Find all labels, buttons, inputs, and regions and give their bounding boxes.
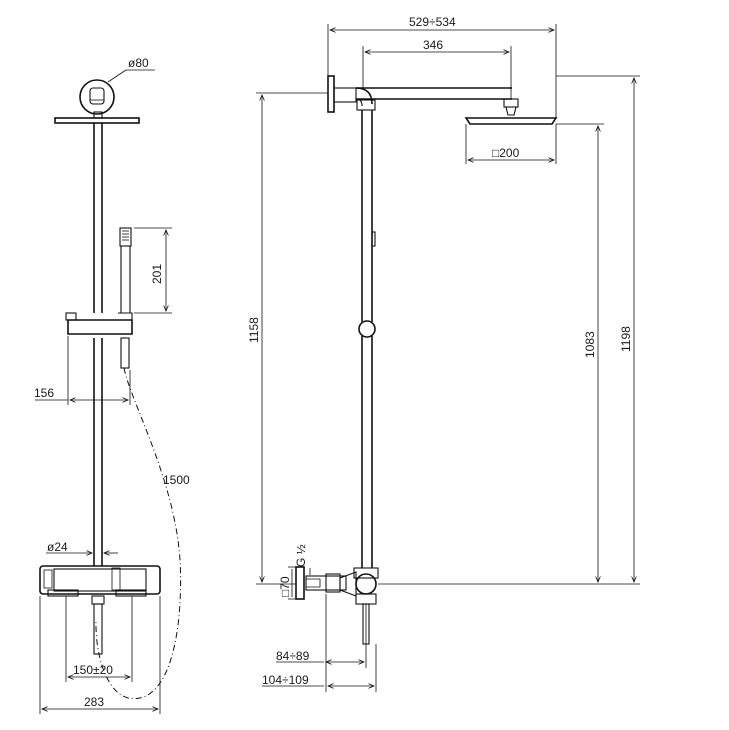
dim-wall-offset-small: 84÷89 [276,649,310,663]
dim-hose-length: 1500 [163,473,190,487]
dim-total-height: 1198 [619,326,633,352]
slider-knob [358,320,376,338]
dim-wall-offset-large: 104÷109 [262,673,309,687]
side-dimensions: 529÷534 346 □200 1158 1083 1198 G ½ □70 [247,15,640,692]
dim-head-diameter: ø80 [128,56,149,70]
dim-pipe-diameter: ø24 [47,540,68,554]
mixer-side-body [355,573,377,595]
dim-rain-head-size: □200 [492,146,520,160]
dim-connection-thread: G ½ [294,544,308,567]
slider-holder [67,319,133,335]
dim-hand-offset: 156 [34,386,54,400]
dim-bar-height: 1158 [247,317,261,343]
front-shower-plate [54,117,140,124]
mixer-spout [93,603,103,655]
side-view [295,75,558,645]
front-dimensions: ø80 201 156 1500 ø24 150±20 283 [34,56,190,714]
dim-arm-length: 346 [423,38,443,52]
dim-head-height: 1083 [583,331,597,358]
hand-shower-head [119,227,132,247]
dim-hand-shower-length: 201 [150,264,164,284]
dim-mixer-width: 283 [84,695,104,709]
hand-grip [120,337,130,369]
head-connector-core [89,87,105,105]
dim-spout-center: 150±20 [73,663,113,677]
mixer-body [39,565,161,595]
dim-arm-length-range: 529÷534 [409,15,456,29]
head-connector-circle [79,79,115,115]
wall-bracket [327,75,335,113]
dim-flange-size: □70 [278,576,292,597]
front-view [39,79,182,700]
hose-line [95,367,182,700]
rain-head [464,117,558,125]
